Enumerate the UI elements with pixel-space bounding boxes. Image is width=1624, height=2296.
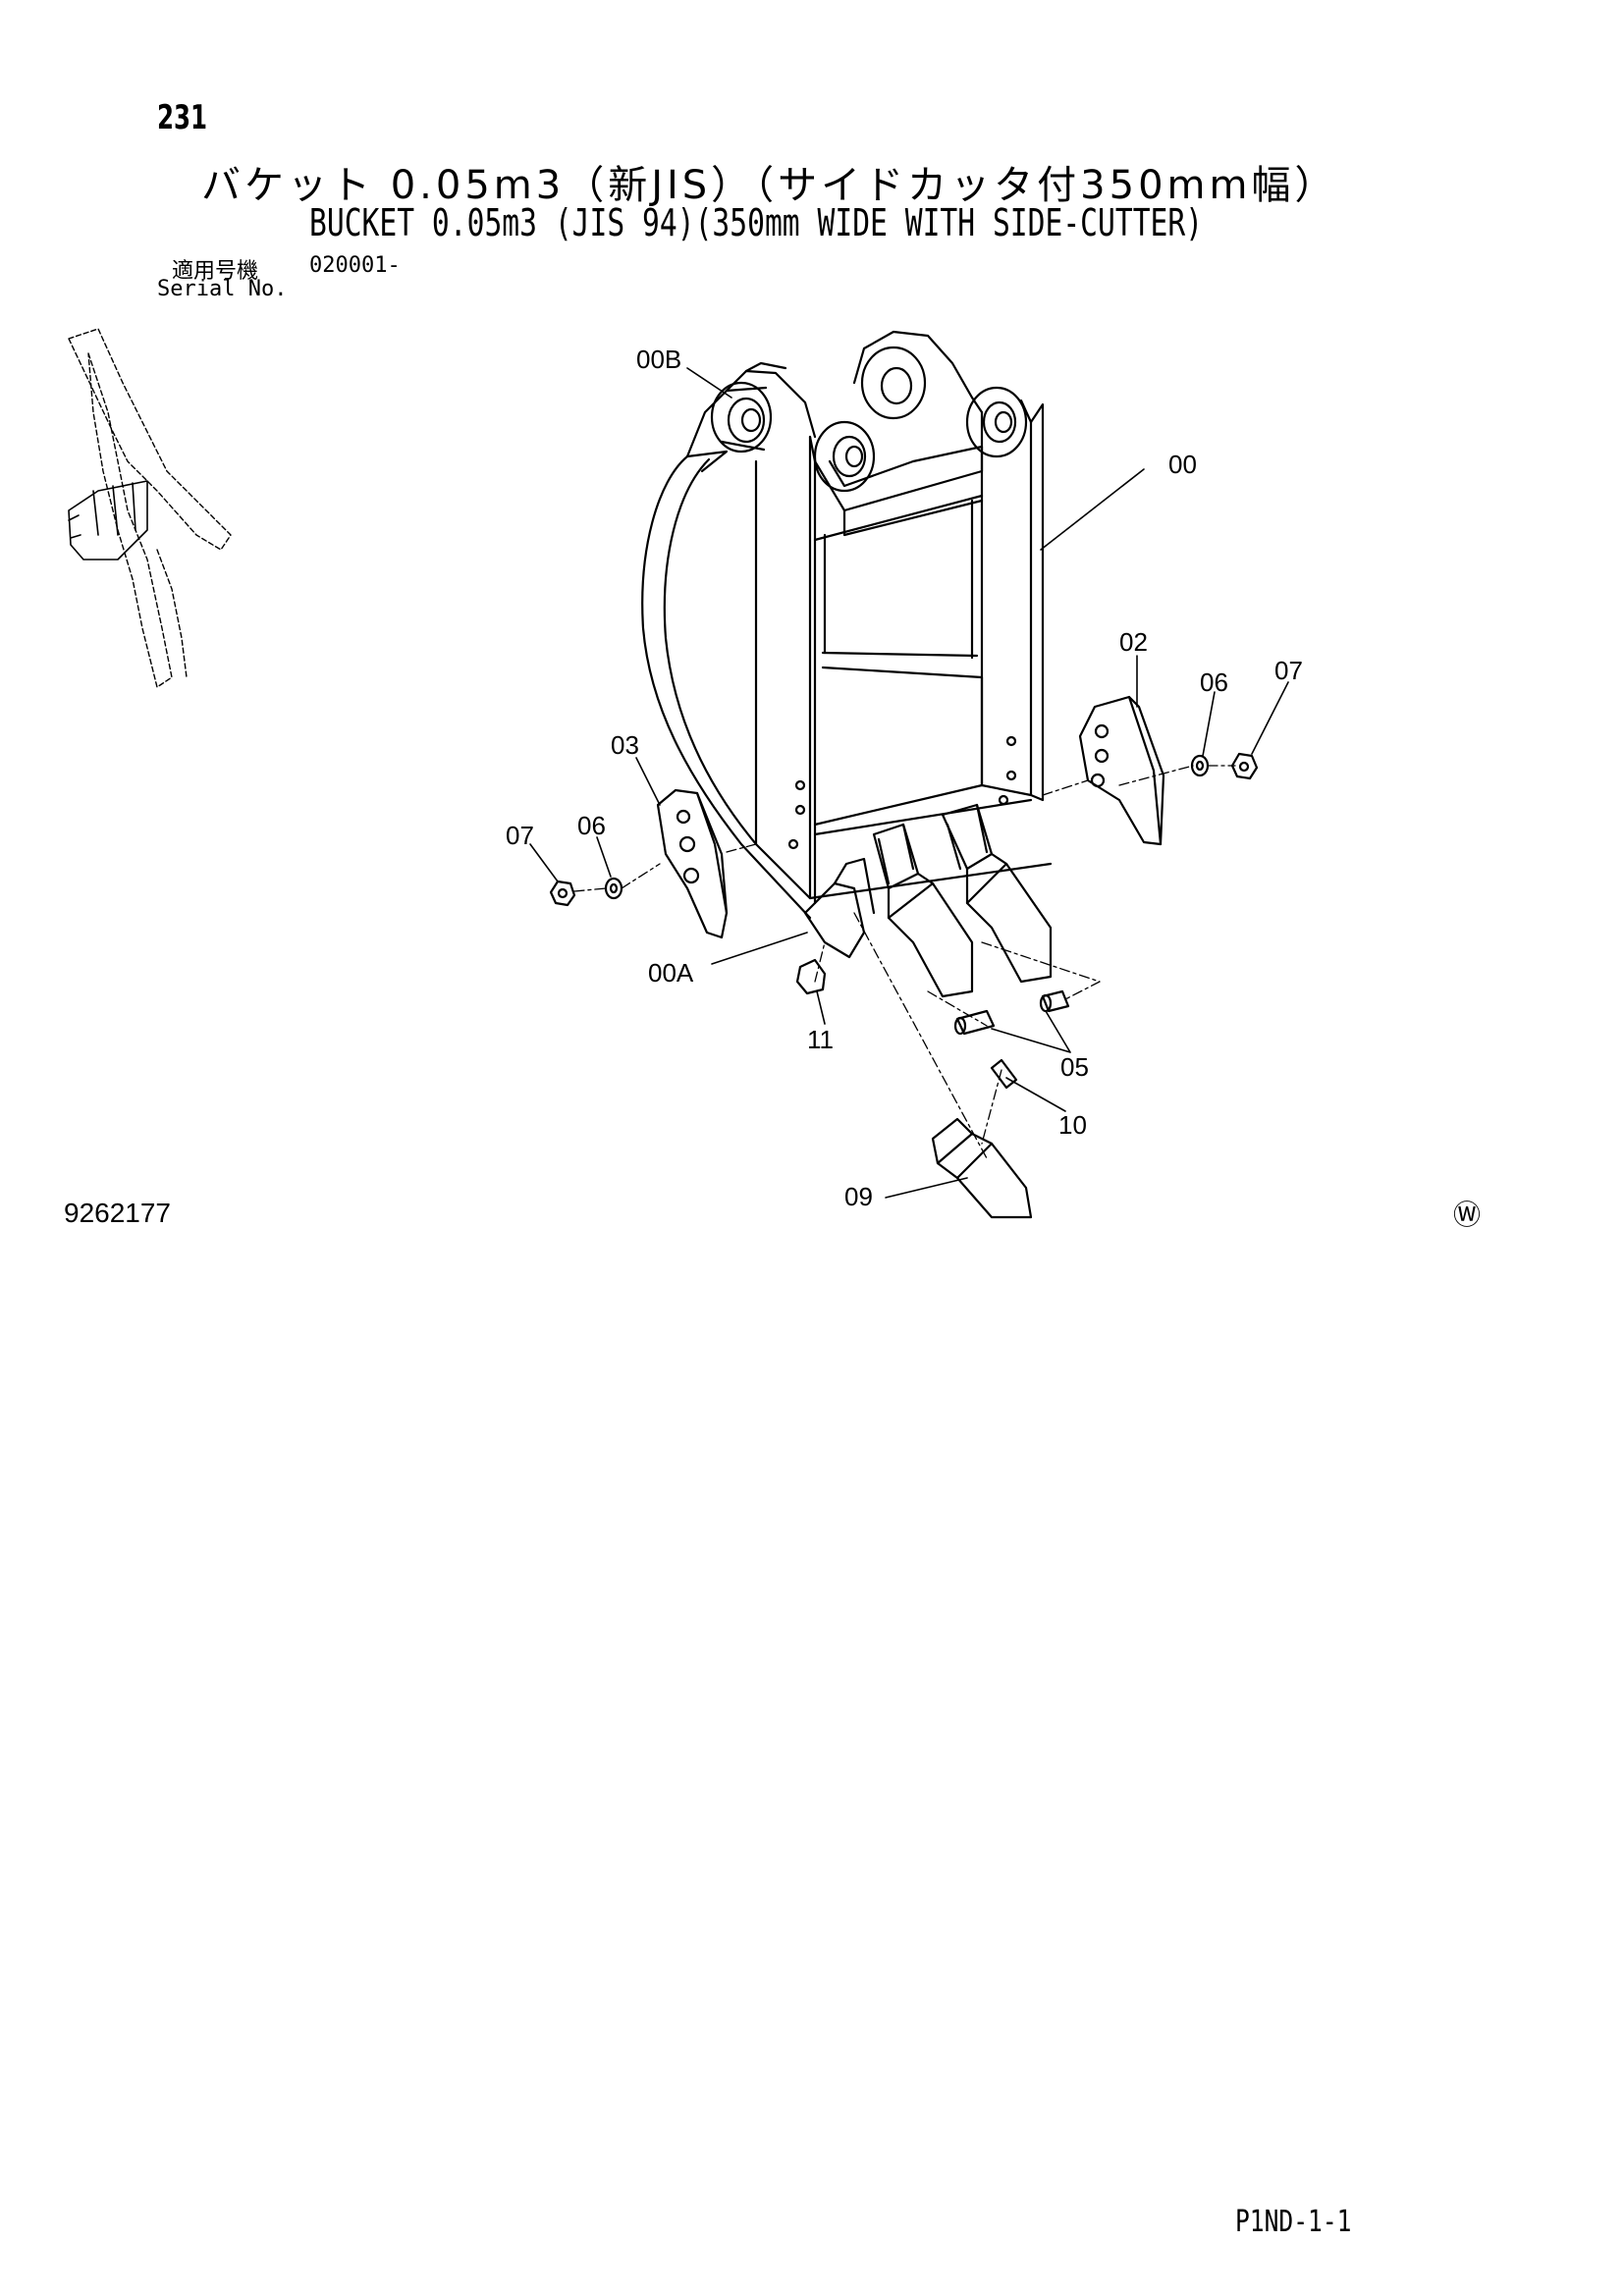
callout-06-left: 06 (577, 811, 606, 840)
callout-05: 05 (1060, 1052, 1089, 1082)
callout-00b: 00B (636, 345, 681, 374)
page-number: 231 (157, 98, 208, 137)
page-code: P1ND-1-1 (1235, 2205, 1352, 2239)
callout-07-left: 07 (506, 821, 534, 850)
nut-07-right (1230, 752, 1259, 780)
document-id: 9262177 (64, 1198, 172, 1228)
pin-05b (1039, 989, 1070, 1013)
nut-07-left (549, 880, 576, 907)
bucket-body (641, 330, 1053, 920)
serial-label-jp: 適用号機 (172, 259, 259, 284)
w-mark: Ⓦ (1453, 1199, 1482, 1231)
callout-03: 03 (611, 730, 639, 760)
serial-value: 020001- (309, 253, 401, 278)
boss-00b (710, 381, 773, 454)
boss-left-front (813, 420, 876, 493)
bolt-11 (795, 958, 827, 995)
callout-00a: 00A (648, 958, 694, 988)
washer-06-left (604, 877, 623, 900)
side-cutter-right (1078, 695, 1165, 846)
serial-label-en: Serial No. (157, 277, 288, 301)
pin-05a (953, 1009, 996, 1036)
excavator-arm-thumbnail (68, 328, 232, 688)
boss-right-front (965, 386, 1028, 458)
assembly-lines (573, 765, 1236, 1159)
tooth-09 (931, 1117, 1033, 1219)
tooth-middle (872, 823, 974, 998)
title-japanese: バケット 0.05m3（新JIS）（サイドカッタ付350mm幅） (201, 163, 1338, 208)
callout-10: 10 (1058, 1110, 1087, 1140)
callout-11: 11 (807, 1025, 834, 1054)
callout-00: 00 (1168, 450, 1197, 479)
washer-06-right (1190, 754, 1210, 777)
boss-right-top (860, 346, 927, 420)
callout-09: 09 (844, 1182, 873, 1211)
side-cutter-left (656, 788, 729, 939)
pin-10 (990, 1058, 1018, 1090)
callout-06-right: 06 (1200, 667, 1228, 697)
tooth-right (941, 803, 1053, 984)
thumbnail-bucket (68, 480, 148, 561)
callout-07-right: 07 (1274, 656, 1303, 685)
leader-lines (529, 367, 1289, 1199)
callout-02: 02 (1119, 627, 1148, 657)
adapter-left (803, 857, 876, 959)
title-english: BUCKET 0.05m3 (JIS 94)(350mm WIDE WITH S… (309, 201, 1204, 244)
